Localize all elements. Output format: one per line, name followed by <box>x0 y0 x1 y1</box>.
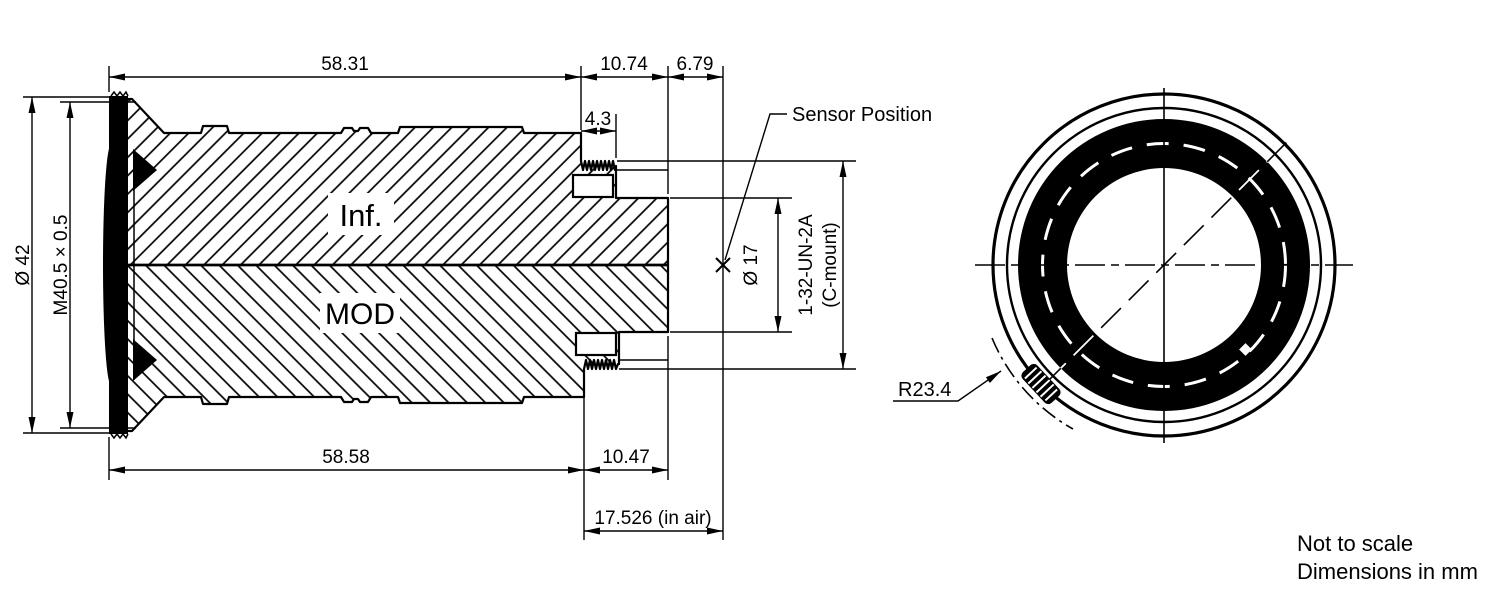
r23-leader <box>893 370 1002 402</box>
dim-58-31: 58.31 <box>321 54 369 75</box>
mod-label-mask <box>320 293 400 333</box>
dim-4-3: 4.3 <box>585 109 611 130</box>
dim-diameter-17: Ø 17 <box>741 244 762 285</box>
note-dimensions-mm: Dimensions in mm <box>1297 559 1478 584</box>
sensor-position-label: Sensor Position <box>792 104 932 126</box>
lens-body-lower-half <box>124 263 670 433</box>
inf-label: Inf. <box>339 198 382 233</box>
lens-element-wedge-bottom <box>133 339 157 381</box>
mod-label: MOD <box>325 298 395 331</box>
front-filter-thread-bottom <box>110 432 129 440</box>
lock-ring-flange-top <box>571 173 615 199</box>
dim-cmount-thread-line2: (C-mount) <box>820 222 841 308</box>
dim-diameter-42: Ø 42 <box>13 244 34 285</box>
dim-58-58: 58.58 <box>322 447 370 468</box>
dim-10-74: 10.74 <box>600 54 648 75</box>
front-filter-thread-top <box>110 90 129 98</box>
r23-label: R23.4 <box>898 379 951 401</box>
lens-element-wedge-top <box>133 149 157 191</box>
front-view: R23.4 <box>893 88 1353 443</box>
dim-front-thread: M40.5 × 0.5 <box>51 215 72 316</box>
sensor-position-marker <box>715 257 731 273</box>
dim-6-79: 6.79 <box>677 54 714 75</box>
dimension-lines <box>28 73 847 535</box>
r23-phantom-arc <box>991 337 1074 430</box>
dim-flange-focal: 17.526 (in air) <box>594 508 711 529</box>
dim-cmount-thread-line1: 1-32-UN-2A <box>796 214 817 316</box>
drawing-notes: Not to scale Dimensions in mm <box>1297 531 1478 584</box>
note-not-to-scale: Not to scale <box>1297 531 1413 556</box>
lens-body-upper-half <box>124 97 670 267</box>
sensor-position-leader <box>724 113 787 261</box>
side-view-cross-section: Inf. MOD <box>13 54 932 540</box>
dim-10-47: 10.47 <box>602 447 650 468</box>
lock-ring-flange-bottom <box>574 331 618 357</box>
knurled-tab <box>1021 363 1061 405</box>
inf-label-mask <box>328 193 394 235</box>
extension-lines <box>23 66 856 540</box>
